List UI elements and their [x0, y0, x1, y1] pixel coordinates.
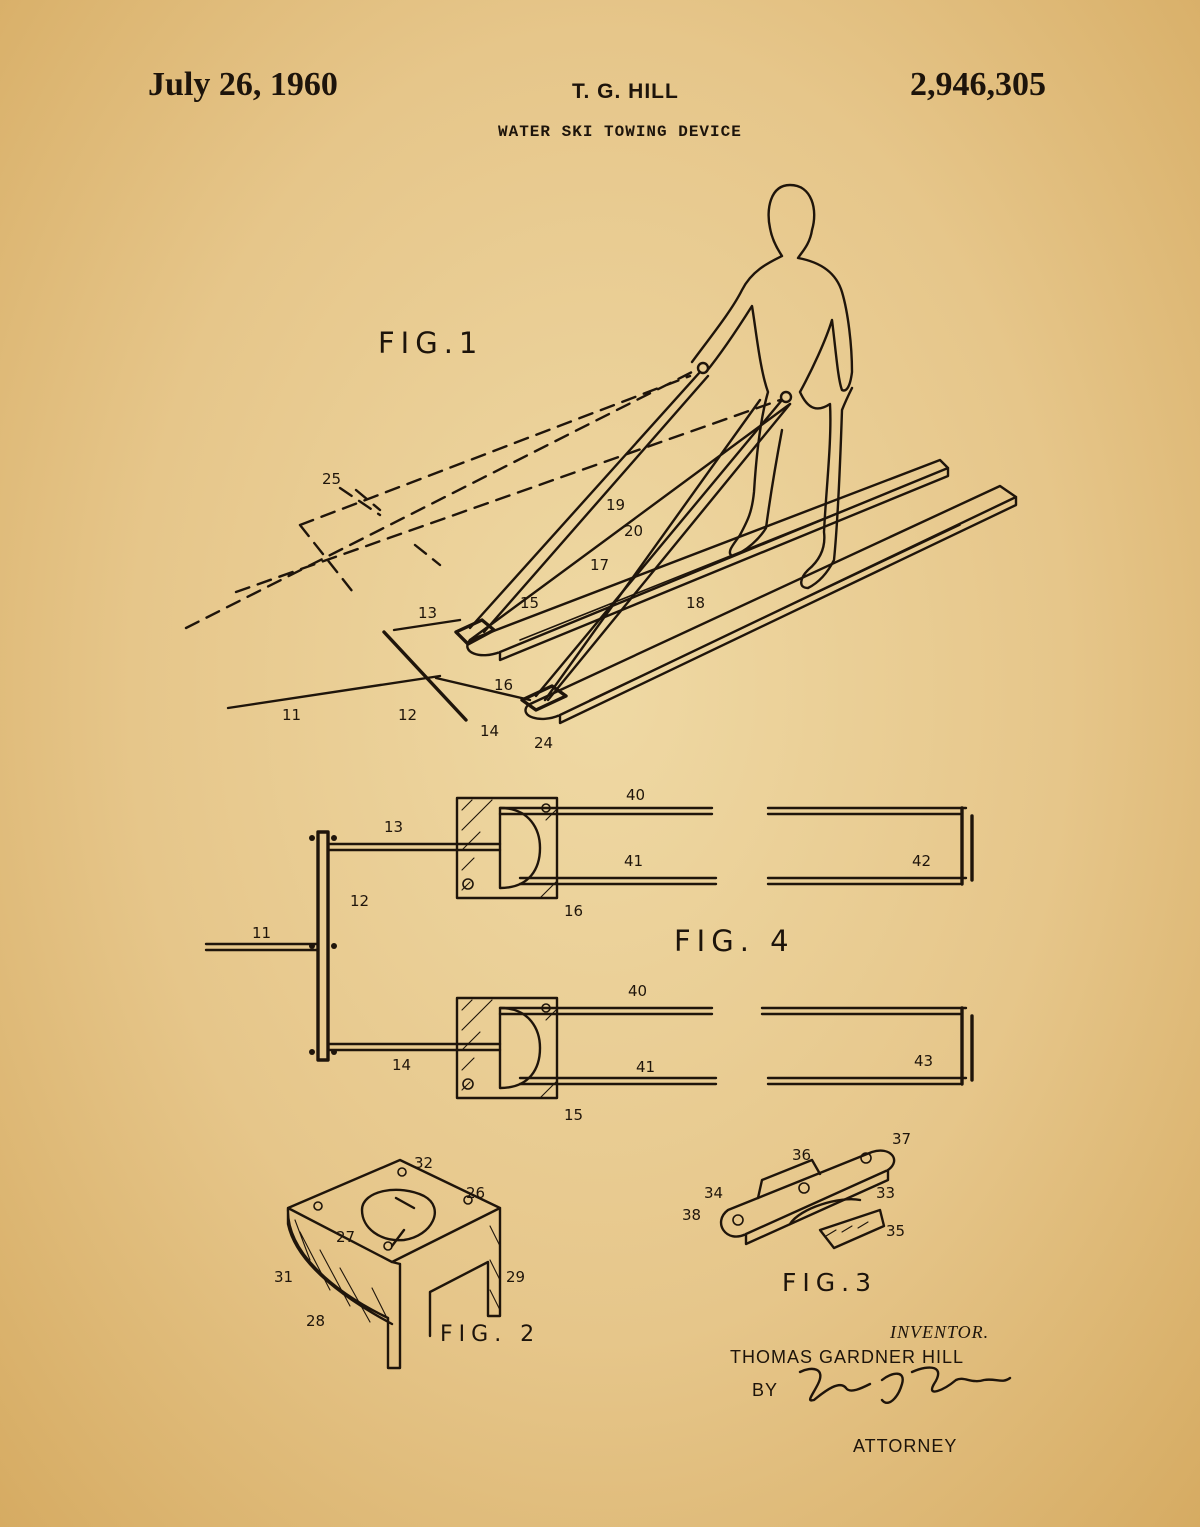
- ref-24: 24: [534, 734, 553, 752]
- skier-figure: [690, 183, 854, 590]
- binding-16: [520, 684, 568, 712]
- ref-19: 19: [606, 496, 625, 514]
- ref-43: 43: [914, 1052, 933, 1070]
- ref-26: 26: [466, 1184, 485, 1202]
- fig3-lower-block-35: [788, 1198, 886, 1250]
- ref-14: 14: [480, 722, 499, 740]
- left-hand-grip: [696, 361, 710, 375]
- ref-11: 11: [282, 706, 301, 724]
- ref-32: 32: [414, 1154, 433, 1172]
- ref-18: 18: [686, 594, 705, 612]
- inventor-name: THOMAS GARDNER HILL: [730, 1347, 965, 1367]
- ref-28: 28: [306, 1312, 325, 1330]
- fig4-rod-40-upper: [498, 806, 968, 816]
- fig4-rod-13: [326, 842, 502, 852]
- fig4-label: FIG. 4: [674, 924, 795, 958]
- ref-41b: 41: [636, 1058, 655, 1076]
- fig3-plate: [719, 1149, 896, 1246]
- ref-16: 16: [494, 676, 513, 694]
- fig2-block: [286, 1158, 502, 1370]
- ref-35: 35: [886, 1222, 905, 1240]
- fig3-drawing: 37 36 34 33 38 35: [682, 1130, 911, 1250]
- fig4-clamp-16: [498, 806, 542, 890]
- patent-number: 2,946,305: [910, 66, 1046, 103]
- attorney-label: ATTORNEY: [853, 1436, 958, 1456]
- ski-left-stripe: [519, 487, 901, 641]
- ref-13b: 13: [384, 818, 403, 836]
- fig4-rope-11: [204, 942, 320, 952]
- ref-34: 34: [704, 1184, 723, 1202]
- ref-12: 12: [398, 706, 417, 724]
- fig2-refs: 32 26 27 31 29 28: [274, 1154, 525, 1330]
- fig1-label: FIG.1: [378, 326, 484, 360]
- ref-42: 42: [912, 852, 931, 870]
- ref-25: 25: [322, 470, 341, 488]
- fig4-rod-14: [326, 1042, 502, 1052]
- right-hand-grip: [779, 390, 793, 404]
- ref-13: 13: [418, 604, 437, 622]
- fig1-drawing: 25 19 20 17 13 15 18 16 11 12 14 24: [184, 183, 1018, 752]
- ref-12b: 12: [350, 892, 369, 910]
- fig2-label: FIG. 2: [440, 1322, 541, 1347]
- ref-37: 37: [892, 1130, 911, 1148]
- fig3-label: FIG.3: [782, 1268, 877, 1297]
- ref-27: 27: [336, 1228, 355, 1246]
- attorney-signature: [798, 1366, 1012, 1405]
- ref-29: 29: [506, 1268, 525, 1286]
- ref-38: 38: [682, 1206, 701, 1224]
- inventor-label: INVENTOR.: [890, 1322, 990, 1342]
- fig3-refs: 37 36 34 33 38 35: [682, 1130, 911, 1240]
- fig3-upper-block: [756, 1158, 822, 1200]
- fig4-end-42: [960, 806, 974, 886]
- ski-right: [524, 484, 1018, 725]
- alternate-rod-positions: [184, 368, 782, 630]
- fig4-end-43: [960, 1006, 974, 1086]
- fig4-rod-41-upper: [518, 876, 968, 886]
- tow-cross-rods: [468, 398, 792, 702]
- ref-15b: 15: [564, 1106, 583, 1124]
- fig4-block-16: [455, 796, 559, 900]
- fig4-block-16-hatch: [461, 799, 557, 899]
- ref-17: 17: [590, 556, 609, 574]
- tow-rod-19: [468, 370, 710, 634]
- by-label: BY: [752, 1380, 779, 1400]
- ref-41a: 41: [624, 852, 643, 870]
- fig2-drawing: 32 26 27 31 29 28: [274, 1154, 525, 1370]
- tow-rod-20: [534, 398, 792, 702]
- fig4-bar-12: [316, 830, 330, 1062]
- alternate-clips: [354, 488, 442, 567]
- ref-20: 20: [624, 522, 643, 540]
- patent-title: WATER SKI TOWING DEVICE: [498, 123, 742, 141]
- ref-33: 33: [876, 1184, 895, 1202]
- fig2-opening-27: [360, 1188, 436, 1248]
- fig1-refs: 25 19 20 17 13 15 18 16 11 12 14 24: [282, 470, 705, 752]
- ref-40a: 40: [626, 786, 645, 804]
- ref-14b: 14: [392, 1056, 411, 1074]
- fig4-block-15-hatch: [461, 999, 557, 1099]
- tow-links: [392, 618, 532, 702]
- fig2-hatch: [294, 1219, 501, 1323]
- fig4-block-15: [455, 996, 559, 1100]
- tow-bar-12: [382, 630, 468, 722]
- ski-right-stripe: [589, 524, 961, 701]
- inventor-header: T. G. HILL: [572, 80, 679, 103]
- fig4-rod-41-lower: [518, 1076, 968, 1086]
- fig4-drawing: 40 13 41 42 12 16 11 40 14 41 43 15: [204, 786, 974, 1124]
- fig4-rod-40-lower: [498, 1006, 968, 1016]
- patent-date: July 26, 1960: [148, 66, 338, 103]
- ref-16b: 16: [564, 902, 583, 920]
- ref-31: 31: [274, 1268, 293, 1286]
- fig4-clamp-15: [498, 1006, 542, 1090]
- ref-15: 15: [520, 594, 539, 612]
- tow-rope-11: [226, 674, 442, 710]
- fig4-refs: 40 13 41 42 12 16 11 40 14 41 43 15: [252, 786, 933, 1124]
- ref-40b: 40: [628, 982, 647, 1000]
- ref-36: 36: [792, 1146, 811, 1164]
- fig3-hatch: [825, 1221, 869, 1237]
- ref-11b: 11: [252, 924, 271, 942]
